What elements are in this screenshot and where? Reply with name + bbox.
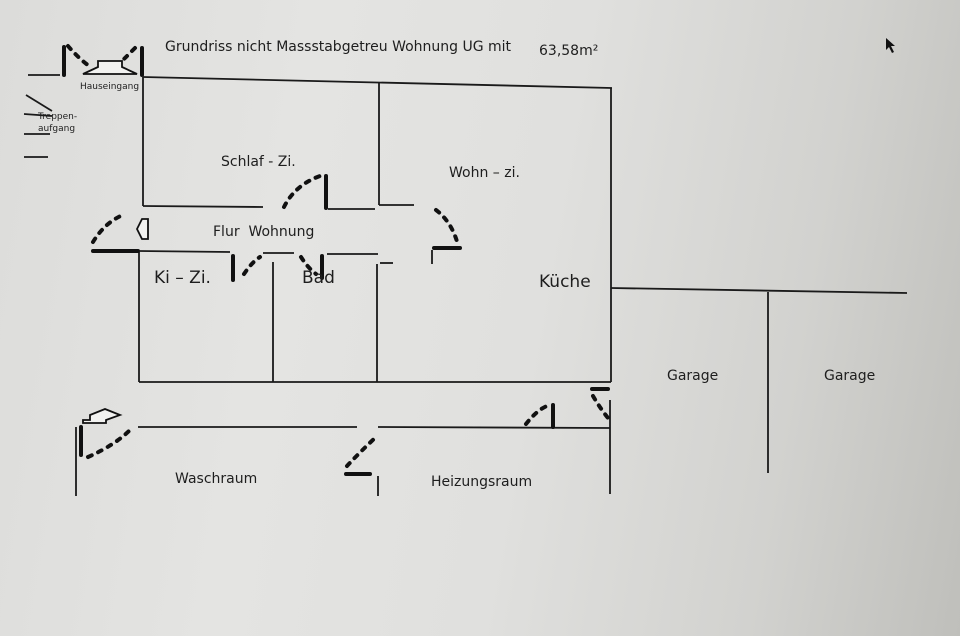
room-label-kitchen: Küche [539, 272, 591, 292]
staircase: Treppen- aufgang [23, 94, 77, 158]
house-entrance: Hauseingang [28, 44, 144, 92]
room-label-living: Wohn – zi. [449, 165, 520, 181]
plan-title: Grundriss nicht Massstabgetreu Wohnung U… [165, 39, 512, 55]
room-label-laundry: Waschraum [175, 471, 257, 487]
basement-walls [75, 387, 611, 496]
room-label-boiler: Heizungsraum [431, 474, 532, 490]
room-label-bath: Bad [302, 268, 335, 288]
flur-entry-arrow-icon [135, 218, 149, 240]
room-label-hallway: Flur Wohnung [213, 224, 314, 240]
garage-walls [610, 287, 908, 473]
entrance-label: Hauseingang [80, 82, 139, 92]
room-label-garage-2: Garage [824, 368, 875, 384]
stairs-label-line1: Treppen- [37, 112, 77, 122]
stairs-label-line2: aufgang [38, 124, 75, 134]
entrance-arrow-icon [82, 60, 138, 75]
room-label-kids: Ki – Zi. [154, 268, 211, 288]
plan-area: 63,58m² [539, 43, 598, 59]
mouse-cursor-icon [886, 38, 895, 53]
apartment-walls [91, 76, 613, 383]
laundry-arrow-icon [82, 408, 123, 424]
room-label-bedroom: Schlaf - Zi. [221, 154, 296, 170]
room-label-garage-1: Garage [667, 368, 718, 384]
